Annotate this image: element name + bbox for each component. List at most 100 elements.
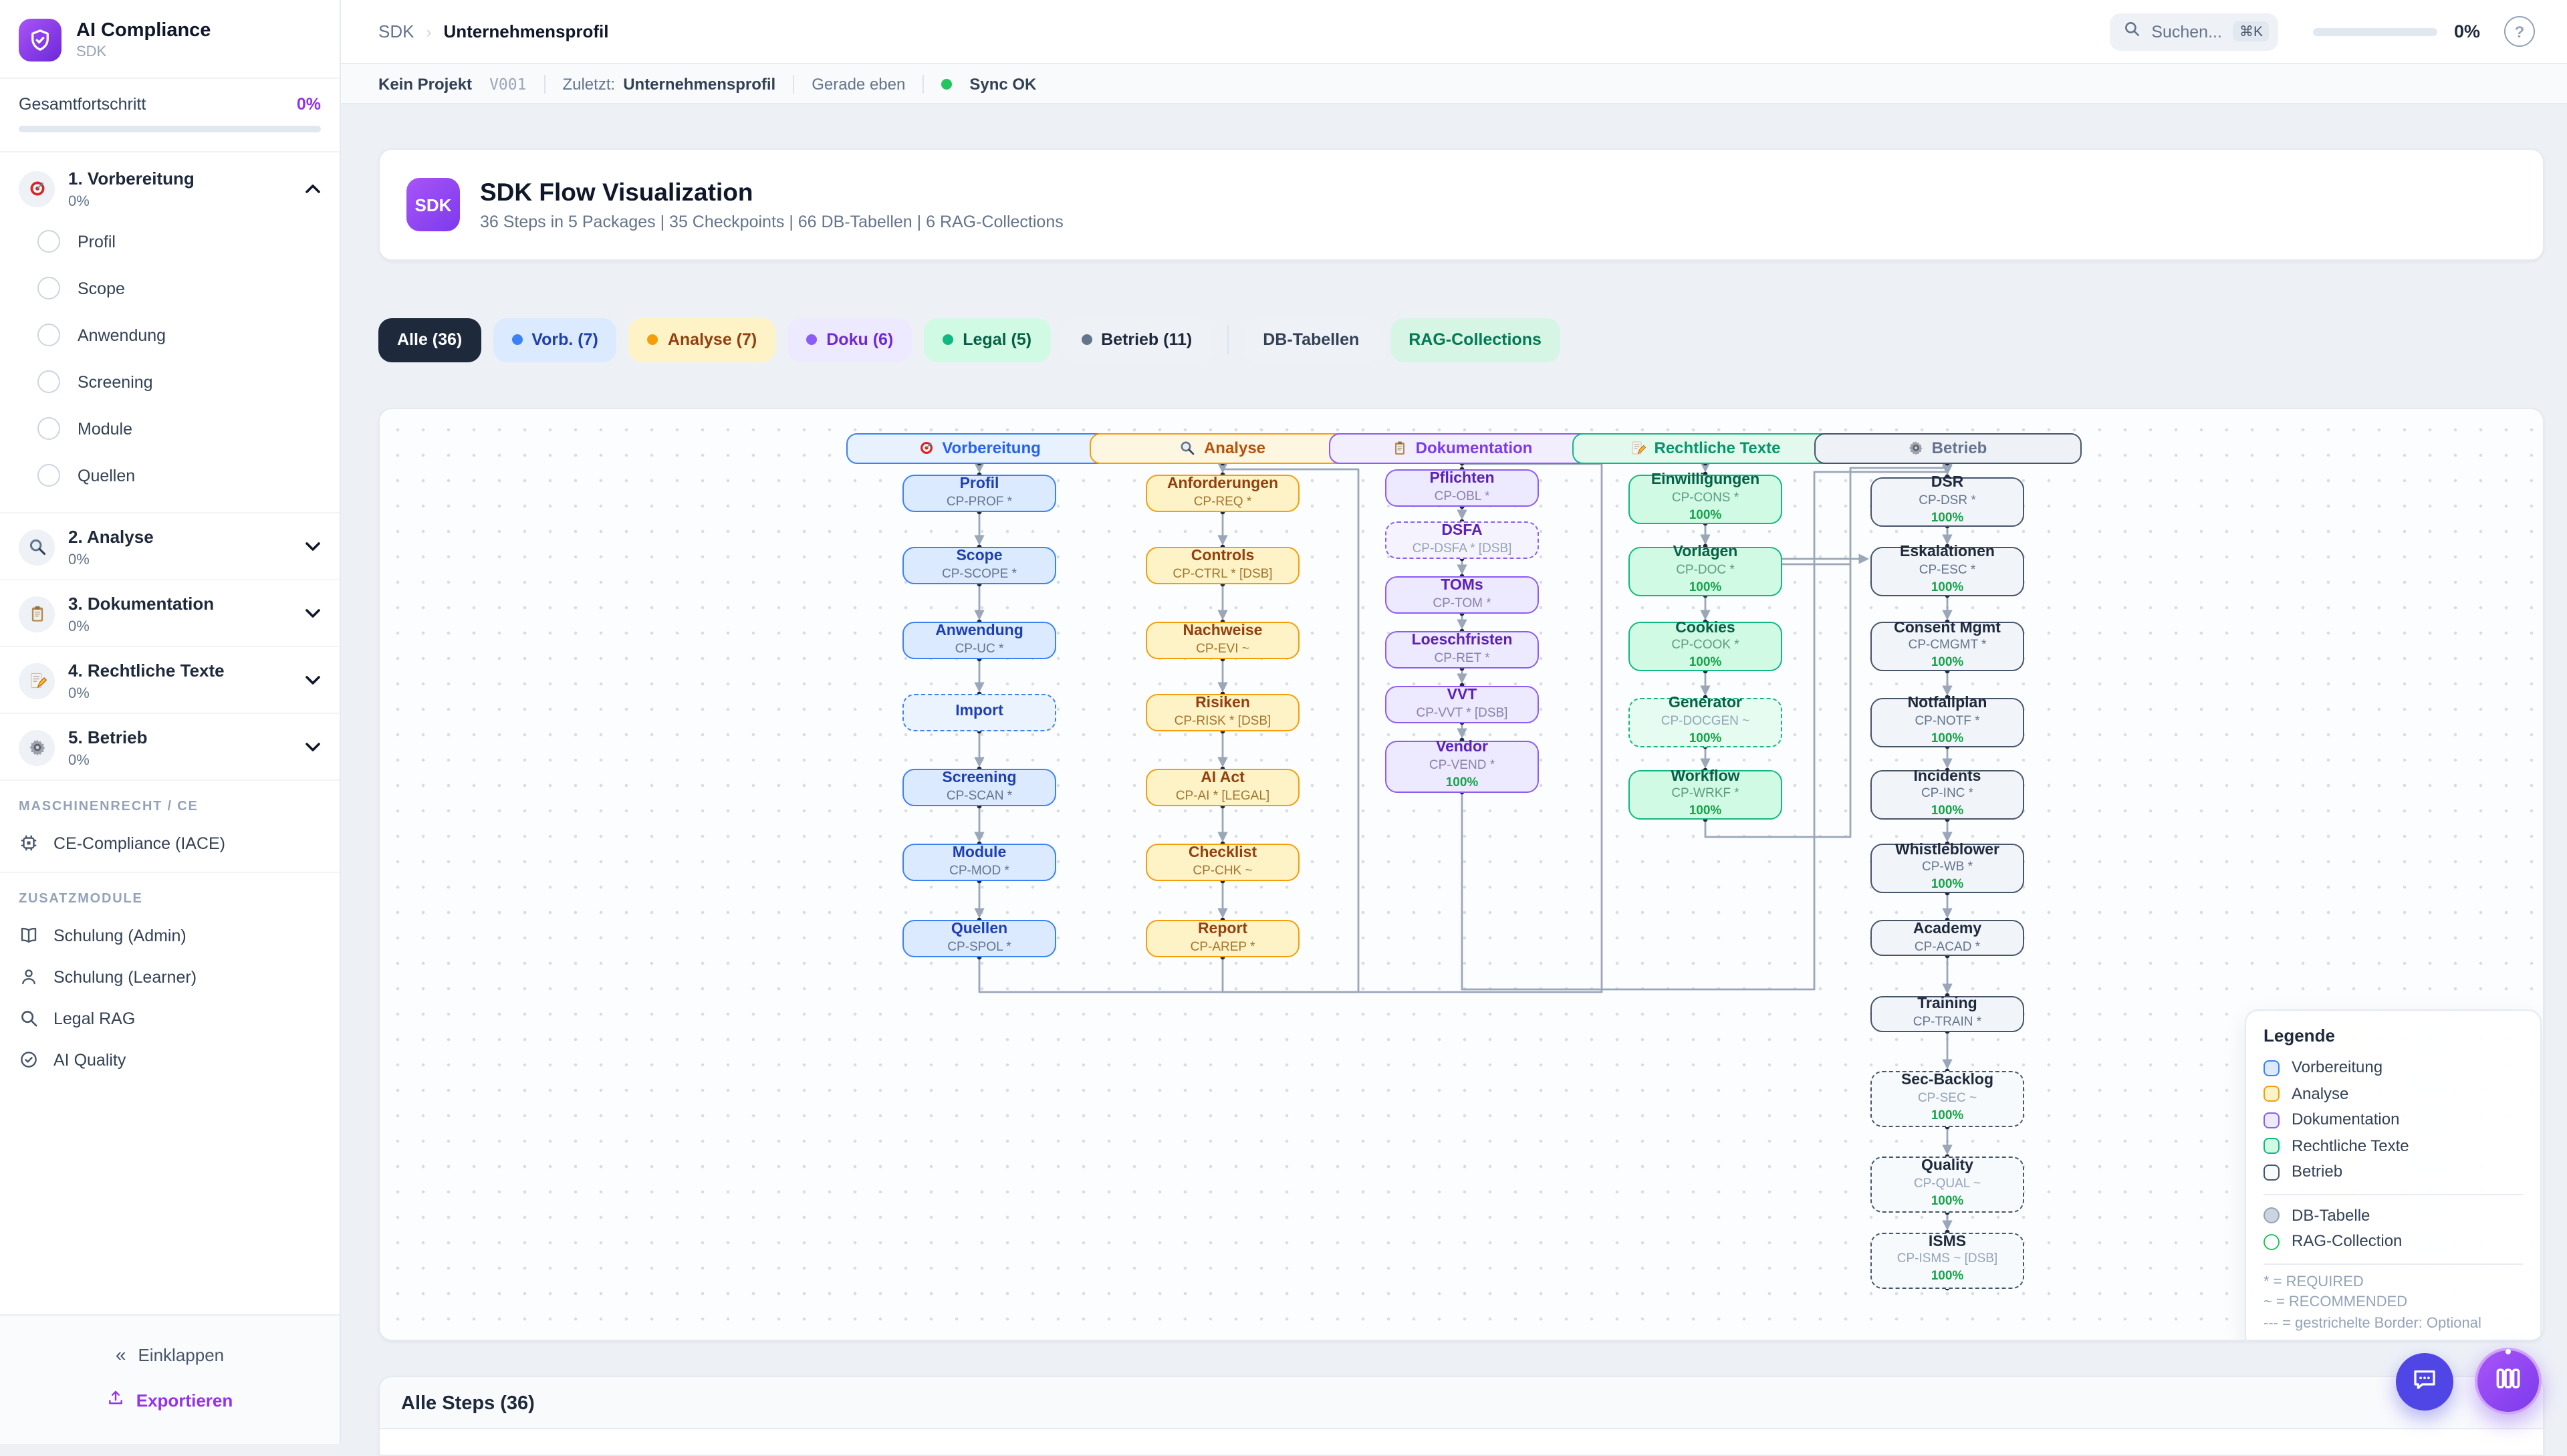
node-title: TOMs [1441, 578, 1483, 594]
sidebar-item-module[interactable]: Module [27, 405, 321, 452]
sidebar-footer: « Einklappen Exportieren [0, 1314, 340, 1444]
legend-swatch [2264, 1060, 2280, 1076]
sidebar-item-legal-rag[interactable]: Legal RAG [0, 997, 340, 1039]
check-circle-icon [19, 1050, 39, 1070]
step-status-circle [37, 370, 60, 393]
collapse-sidebar-button[interactable]: « Einklappen [0, 1332, 340, 1377]
upload-icon [107, 1389, 124, 1411]
node-progress-value: 100% [1931, 1108, 1964, 1123]
node-title: Vendor [1436, 739, 1488, 756]
sidebar-item-ai-quality[interactable]: AI Quality [0, 1039, 340, 1080]
sidebar-item-quellen[interactable]: Quellen [27, 452, 321, 499]
filter-pill-legal[interactable]: Legal (5) [924, 318, 1051, 362]
filter-pill-alle[interactable]: Alle (36) [378, 318, 481, 362]
sidebar-item-schulung-learner[interactable]: Schulung (Learner) [0, 956, 340, 997]
chat-fab-button[interactable] [2396, 1353, 2453, 1411]
filter-pill-rag-collections[interactable]: RAG-Collections [1390, 318, 1560, 362]
header-progress-bar [2313, 27, 2438, 35]
sidebar-item-scope[interactable]: Scope [27, 265, 321, 312]
overall-progress: Gesamtfortschritt 0% [0, 79, 340, 152]
filter-pill-db-tabellen[interactable]: DB-Tabellen [1244, 318, 1378, 362]
filter-pill-vorb[interactable]: Vorb. (7) [493, 318, 617, 362]
flow-column-header-vorbereitung[interactable]: Vorbereitung [846, 433, 1113, 463]
header-progress-value: 0% [2453, 21, 2480, 41]
node-title: ISMS [1928, 1233, 1967, 1250]
search-input[interactable]: Suchen... ⌘K [2110, 13, 2279, 50]
flow-column-header-rechtliche-texte[interactable]: Rechtliche Texte [1572, 433, 1839, 463]
page-subtitle: 36 Steps in 5 Packages | 35 Checkpoints … [480, 213, 1064, 232]
section-title: 4. Rechtliche Texte [68, 660, 225, 681]
node-title: Workflow [1671, 768, 1740, 785]
node-code: CP-MOD * [949, 864, 1009, 879]
help-icon[interactable]: ? [2504, 16, 2535, 47]
flow-node-import[interactable]: Import [902, 694, 1056, 731]
node-progress-value: 100% [1931, 1269, 1964, 1284]
sidebar-item-screening[interactable]: Screening [27, 358, 321, 405]
flow-column-header-analyse[interactable]: Analyse [1089, 433, 1356, 463]
target-icon [918, 440, 934, 456]
legend-item-dokumentation: Dokumentation [2264, 1107, 2523, 1133]
sidebar-item-ce-compliance[interactable]: CE-Compliance (IACE) [0, 822, 340, 864]
flow-column-header-betrieb[interactable]: Betrieb [1814, 433, 2081, 463]
filter-pill-betrieb[interactable]: Betrieb (11) [1062, 318, 1211, 362]
node-code: CP-INC * [1921, 786, 1974, 802]
sidebar-item-anwendung[interactable]: Anwendung [27, 312, 321, 358]
node-title: Anforderungen [1167, 476, 1279, 493]
export-button[interactable]: Exportieren [0, 1377, 340, 1423]
gear-icon [19, 729, 55, 765]
sidebar-item-profil[interactable]: Profil [27, 218, 321, 265]
node-title: Loeschfristen [1411, 632, 1513, 649]
columns-fab-button[interactable] [2475, 1348, 2542, 1415]
flow-column-header-dokumentation[interactable]: Dokumentation [1328, 433, 1596, 463]
column-title: Rechtliche Texte [1654, 439, 1781, 457]
filter-pill-doku[interactable]: Doku (6) [787, 318, 912, 362]
column-title: Betrieb [1931, 439, 1987, 457]
node-code: CP-VVT * [DSB] [1416, 705, 1508, 721]
filter-pill-analyse[interactable]: Analyse (7) [628, 318, 776, 362]
flow-title-card: SDK SDK Flow Visualization 36 Steps in 5… [378, 148, 2544, 261]
sidebar-item-schulung-admin[interactable]: Schulung (Admin) [0, 915, 340, 956]
breadcrumb-root[interactable]: SDK [378, 21, 414, 41]
